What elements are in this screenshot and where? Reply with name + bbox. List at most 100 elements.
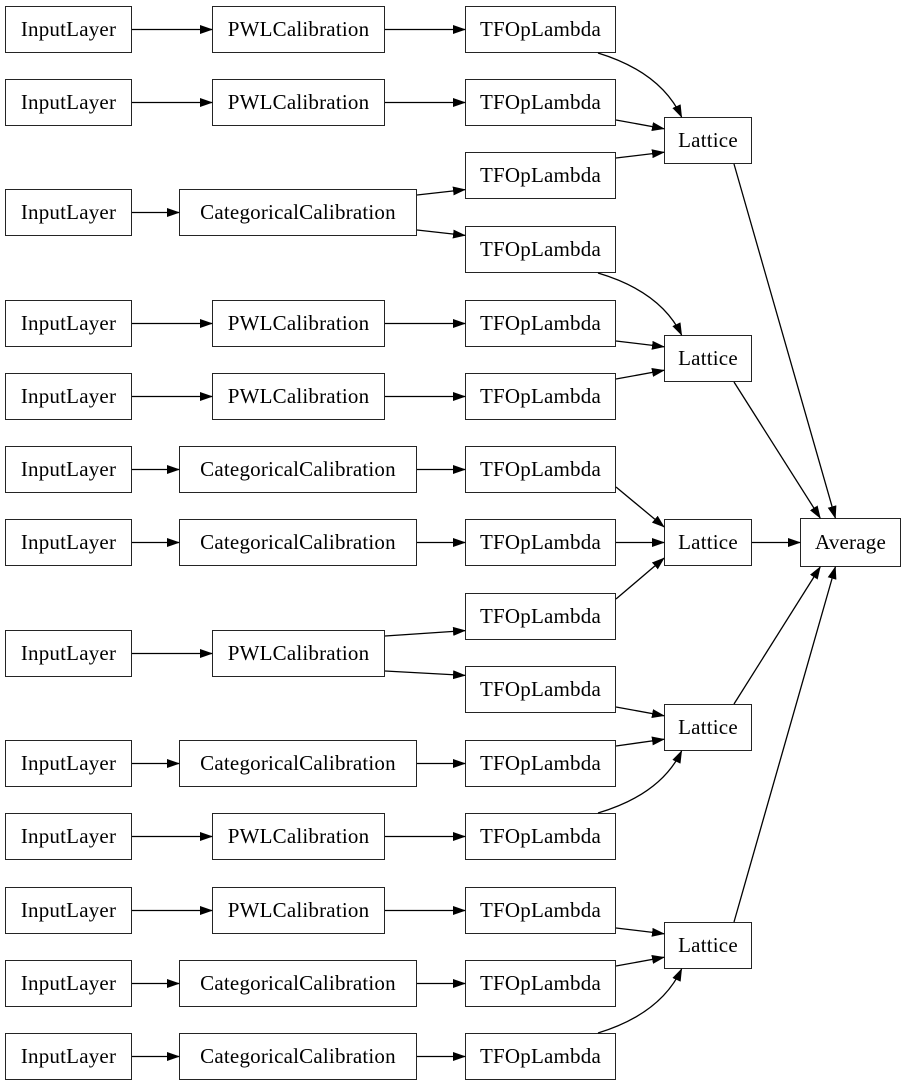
node-tf4-tfoplambda: TFOpLambda xyxy=(465,226,616,273)
node-in6-inputlayer: InputLayer xyxy=(5,446,132,493)
node-label: CategoricalCalibration xyxy=(200,971,396,995)
node-in8-inputlayer: InputLayer xyxy=(5,630,132,677)
node-cal6-categoricalcalibration: CategoricalCalibration xyxy=(179,446,417,493)
node-label: InputLayer xyxy=(20,1044,117,1068)
node-label: CategoricalCalibration xyxy=(200,200,396,224)
node-label: PWLCalibration xyxy=(227,898,370,922)
node-cal2-pwlcalibration: PWLCalibration xyxy=(212,79,385,126)
node-label: TFOpLambda xyxy=(480,311,601,335)
node-label: InputLayer xyxy=(20,311,117,335)
node-tf8-tfoplambda: TFOpLambda xyxy=(465,519,616,566)
node-cal5-pwlcalibration: PWLCalibration xyxy=(212,373,385,420)
node-in11-inputlayer: InputLayer xyxy=(5,887,132,934)
node-label: TFOpLambda xyxy=(480,530,601,554)
node-cal12-categoricalcalibration: CategoricalCalibration xyxy=(179,960,417,1007)
edge-tf5-to-lat2 xyxy=(615,340,665,350)
node-in5-inputlayer: InputLayer xyxy=(5,373,132,420)
node-tf15-tfoplambda: TFOpLambda xyxy=(465,1033,616,1080)
node-label: CategoricalCalibration xyxy=(200,457,396,481)
node-tf11-tfoplambda: TFOpLambda xyxy=(465,740,616,787)
node-label: InputLayer xyxy=(20,751,117,775)
node-label: InputLayer xyxy=(20,971,117,995)
node-label: CategoricalCalibration xyxy=(200,751,396,775)
node-in1-inputlayer: InputLayer xyxy=(5,6,132,53)
node-label: InputLayer xyxy=(20,384,117,408)
node-label: TFOpLambda xyxy=(480,457,601,481)
node-label: InputLayer xyxy=(20,457,117,481)
node-in4-inputlayer: InputLayer xyxy=(5,300,132,347)
node-label: TFOpLambda xyxy=(480,1044,601,1068)
node-label: Lattice xyxy=(678,346,738,370)
node-tf7-tfoplambda: TFOpLambda xyxy=(465,446,616,493)
node-in9-inputlayer: InputLayer xyxy=(5,740,132,787)
edge-tf14-to-lat5 xyxy=(615,954,665,967)
node-cal13-categoricalcalibration: CategoricalCalibration xyxy=(179,1033,417,1080)
node-label: TFOpLambda xyxy=(480,677,601,701)
node-label: InputLayer xyxy=(20,824,117,848)
node-tf12-tfoplambda: TFOpLambda xyxy=(465,813,616,860)
node-cal10-pwlcalibration: PWLCalibration xyxy=(212,813,385,860)
edge-lat4-to-avg xyxy=(733,566,821,705)
node-label: TFOpLambda xyxy=(480,90,601,114)
node-tf9-tfoplambda: TFOpLambda xyxy=(465,593,616,640)
node-tf10-tfoplambda: TFOpLambda xyxy=(465,666,616,713)
edge-cal8-to-tf9 xyxy=(384,626,466,637)
edge-tf10-to-lat4 xyxy=(615,706,665,719)
node-lat5-lattice: Lattice xyxy=(664,922,752,969)
node-cal9-categoricalcalibration: CategoricalCalibration xyxy=(179,740,417,787)
node-tf3-tfoplambda: TFOpLambda xyxy=(465,152,616,199)
node-label: PWLCalibration xyxy=(227,90,370,114)
node-cal3-categoricalcalibration: CategoricalCalibration xyxy=(179,189,417,236)
node-label: Average xyxy=(815,530,886,554)
node-label: TFOpLambda xyxy=(480,971,601,995)
node-cal7-categoricalcalibration: CategoricalCalibration xyxy=(179,519,417,566)
edge-cal8-to-tf10 xyxy=(384,670,466,680)
node-in2-inputlayer: InputLayer xyxy=(5,79,132,126)
node-label: CategoricalCalibration xyxy=(200,1044,396,1068)
node-label: InputLayer xyxy=(20,641,117,665)
node-label: InputLayer xyxy=(20,200,117,224)
node-lat1-lattice: Lattice xyxy=(664,117,752,164)
node-label: CategoricalCalibration xyxy=(200,530,396,554)
edge-tf7-to-lat3 xyxy=(615,486,665,528)
node-label: TFOpLambda xyxy=(480,604,601,628)
node-lat3-lattice: Lattice xyxy=(664,519,752,566)
edge-tf2-to-lat1 xyxy=(615,119,665,132)
node-label: Lattice xyxy=(678,933,738,957)
node-cal11-pwlcalibration: PWLCalibration xyxy=(212,887,385,934)
node-in12-inputlayer: InputLayer xyxy=(5,960,132,1007)
node-label: InputLayer xyxy=(20,90,117,114)
node-lat4-lattice: Lattice xyxy=(664,704,752,751)
node-in7-inputlayer: InputLayer xyxy=(5,519,132,566)
edge-tf3-to-lat1 xyxy=(615,149,665,159)
node-label: TFOpLambda xyxy=(480,17,601,41)
node-label: InputLayer xyxy=(20,530,117,554)
node-cal1-pwlcalibration: PWLCalibration xyxy=(212,6,385,53)
node-tf1-tfoplambda: TFOpLambda xyxy=(465,6,616,53)
node-cal8-pwlcalibration: PWLCalibration xyxy=(212,630,385,677)
node-label: TFOpLambda xyxy=(480,898,601,922)
node-label: TFOpLambda xyxy=(480,824,601,848)
edge-tf13-to-lat5 xyxy=(615,927,665,937)
node-tf13-tfoplambda: TFOpLambda xyxy=(465,887,616,934)
node-in13-inputlayer: InputLayer xyxy=(5,1033,132,1080)
node-avg-average: Average xyxy=(800,518,901,567)
node-label: TFOpLambda xyxy=(480,163,601,187)
node-label: PWLCalibration xyxy=(227,824,370,848)
edge-tf6-to-lat2 xyxy=(615,367,665,380)
node-label: Lattice xyxy=(678,715,738,739)
node-label: Lattice xyxy=(678,128,738,152)
edge-cal3-to-tf3 xyxy=(416,186,466,196)
node-label: InputLayer xyxy=(20,898,117,922)
node-lat2-lattice: Lattice xyxy=(664,335,752,382)
node-tf6-tfoplambda: TFOpLambda xyxy=(465,373,616,420)
node-label: PWLCalibration xyxy=(227,311,370,335)
node-label: PWLCalibration xyxy=(227,384,370,408)
node-tf5-tfoplambda: TFOpLambda xyxy=(465,300,616,347)
node-in3-inputlayer: InputLayer xyxy=(5,189,132,236)
node-tf14-tfoplambda: TFOpLambda xyxy=(465,960,616,1007)
edge-tf9-to-lat3 xyxy=(615,557,665,600)
node-label: TFOpLambda xyxy=(480,237,601,261)
